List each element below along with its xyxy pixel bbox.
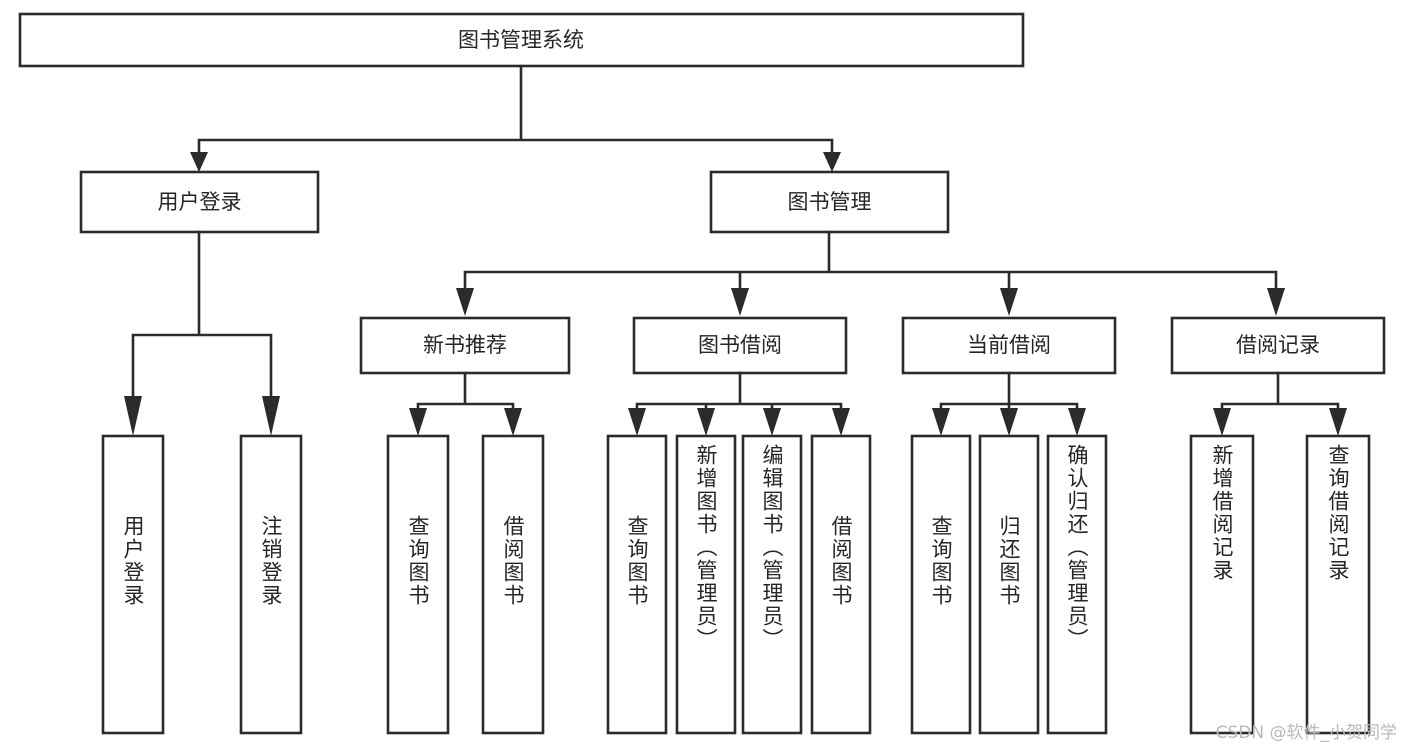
node-current-borrow[interactable]: 当前借阅 (901, 316, 1117, 375)
node-current-borrow-label: 当前借阅 (967, 333, 1051, 357)
node-new-book-rec-label: 新书推荐 (423, 333, 507, 357)
leaf-logout-box[interactable] (239, 434, 303, 735)
node-user-login-label: 用户登录 (158, 190, 242, 214)
connector-new-book-rec-to-leaves (409, 371, 522, 436)
arrow-head-icon (124, 396, 142, 436)
node-root-label: 图书管理系统 (458, 28, 584, 52)
node-book-borrow[interactable]: 图书借阅 (632, 316, 848, 375)
leaf-borrow-book-2-box[interactable] (810, 434, 872, 735)
leaf-return-book-box[interactable] (978, 434, 1040, 735)
arrow-head-icon (409, 408, 427, 436)
arrow-head-icon (504, 408, 522, 436)
leaf-query-book-2-box[interactable] (606, 434, 668, 735)
connector-book-borrow-to-leaves (628, 371, 850, 436)
leaf-edit-book-box[interactable] (741, 434, 803, 735)
arrow-head-icon (932, 408, 950, 436)
arrow-head-icon (832, 408, 850, 436)
arrow-head-icon (1000, 288, 1018, 316)
leaf-confirm-return-box[interactable] (1046, 434, 1108, 735)
arrow-head-icon (628, 408, 646, 436)
leaf-query-book-3-box[interactable] (910, 434, 972, 735)
arrow-head-icon (1267, 288, 1285, 316)
arrow-head-icon (1329, 408, 1347, 436)
node-root[interactable]: 图书管理系统 (18, 12, 1025, 68)
leaf-user-login-box[interactable] (101, 434, 165, 735)
node-root-box[interactable] (18, 12, 1025, 68)
connector-borrow-record-to-leaves (1213, 371, 1347, 436)
connector-user-login-to-leaves (124, 230, 280, 436)
arrow-head-icon (456, 288, 474, 316)
node-current-borrow-box[interactable] (901, 316, 1117, 375)
leaf-query-record-box[interactable] (1305, 434, 1371, 735)
leaf-add-record-box[interactable] (1189, 434, 1255, 735)
arrow-head-icon (823, 152, 841, 172)
node-book-borrow-label: 图书借阅 (698, 333, 782, 357)
arrow-head-icon (731, 288, 749, 316)
leaf-add-book-box[interactable] (675, 434, 737, 735)
node-user-login[interactable]: 用户登录 (79, 170, 320, 234)
node-new-book-rec[interactable]: 新书推荐 (359, 316, 571, 375)
node-borrow-record[interactable]: 借阅记录 (1170, 316, 1386, 375)
arrow-head-icon (1068, 408, 1086, 436)
node-borrow-record-label: 借阅记录 (1236, 333, 1320, 357)
arrow-head-icon (190, 152, 208, 172)
arrow-head-icon (763, 408, 781, 436)
watermark-text: CSDN @软件_小贺同学 (1215, 723, 1397, 743)
arrow-head-icon (697, 408, 715, 436)
node-new-book-rec-box[interactable] (359, 316, 571, 375)
connector-root-to-level2 (190, 64, 841, 172)
node-book-manage[interactable]: 图书管理 (709, 170, 950, 234)
connector-current-borrow-to-leaves (932, 371, 1086, 436)
arrow-head-icon (1000, 408, 1018, 436)
leaf-borrow-book-1-box[interactable] (481, 434, 545, 735)
leaf-query-book-1-box[interactable] (386, 434, 450, 735)
node-user-login-box[interactable] (79, 170, 320, 234)
arrow-head-icon (262, 396, 280, 436)
arrow-head-icon (1213, 408, 1231, 436)
node-book-manage-label: 图书管理 (788, 190, 872, 214)
connector-book-manage-to-level3 (456, 230, 1285, 316)
